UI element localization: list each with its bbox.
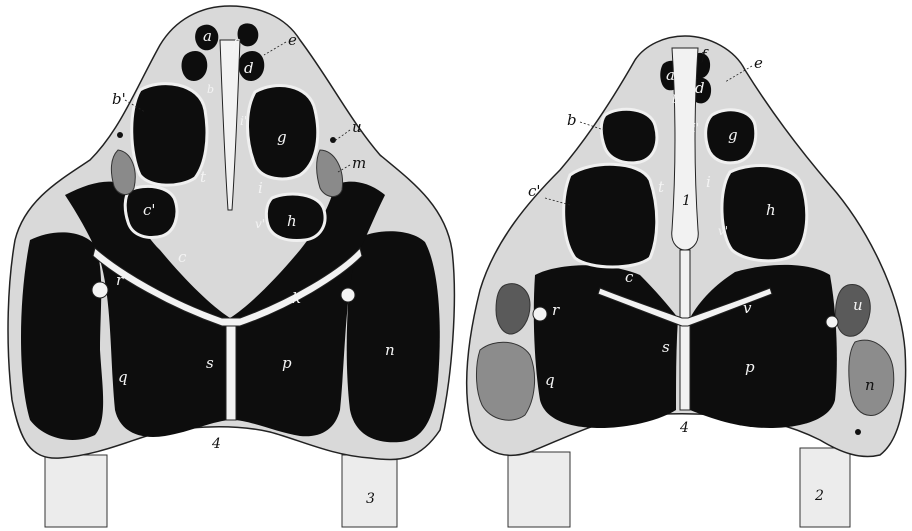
right-stub-left <box>508 452 570 527</box>
right-label-g: g <box>728 126 738 144</box>
right-septum-lower <box>680 250 690 410</box>
right-chamber-h <box>722 166 807 261</box>
left-foramen-left <box>117 132 123 138</box>
right-label-e: e <box>754 54 763 72</box>
right-foramen-u <box>826 316 838 328</box>
left-foramen-right <box>341 288 355 302</box>
left-label-3: 3 <box>366 491 375 507</box>
left-label-m: m <box>352 154 366 172</box>
right-label-b2: b <box>672 93 679 106</box>
right-stub-right <box>800 448 850 527</box>
right-label-d: d <box>695 79 705 97</box>
left-label-i: i <box>258 179 263 197</box>
right-foramen-bottom <box>855 429 861 435</box>
left-chamber-f <box>238 23 259 46</box>
right-label-i-prime: i' <box>692 121 699 135</box>
left-label-b-prime: b' <box>112 90 126 108</box>
right-foramen-r <box>533 307 547 321</box>
right-label-i: i <box>706 173 711 191</box>
left-label-p: p <box>282 354 292 372</box>
right-label-h: h <box>766 201 776 219</box>
left-label-d: d <box>244 59 254 77</box>
left-label-s: s <box>206 354 214 372</box>
left-label-u: u <box>352 118 362 136</box>
right-chamber-c-prime <box>564 164 657 267</box>
left-label-h: h <box>287 212 297 230</box>
right-label-b: b <box>567 111 577 129</box>
right-label-u: u <box>853 296 863 314</box>
left-septum <box>226 318 236 420</box>
left-cavity-right-outer <box>347 231 440 442</box>
left-label-q: q <box>118 368 128 386</box>
left-foramen-r <box>92 282 108 298</box>
right-label-t: t <box>658 178 665 196</box>
left-foramen-u <box>330 137 336 143</box>
right-label-1: 1 <box>682 193 691 209</box>
right-label-4: 4 <box>679 420 689 436</box>
left-label-a: a <box>203 27 212 45</box>
left-cavity-left-outer <box>21 232 103 440</box>
right-label-v-prime: v' <box>718 224 728 238</box>
left-cross-section: a f e b' b d i' g u m t c' i h v' c r k … <box>8 6 454 527</box>
left-label-c: c <box>178 248 187 266</box>
right-label-2: 2 <box>814 488 824 504</box>
right-label-r: r <box>552 301 560 319</box>
right-label-a: a <box>666 66 675 84</box>
left-label-k: k <box>292 289 301 307</box>
left-label-4: 4 <box>211 436 221 452</box>
left-chamber-b <box>132 84 207 186</box>
left-label-v-prime: v' <box>255 217 265 231</box>
left-label-c-prime: c' <box>143 201 156 219</box>
right-label-v: v <box>743 299 752 317</box>
right-label-c-prime: c' <box>528 182 541 200</box>
left-label-r: r <box>116 271 124 289</box>
left-label-b: b <box>207 83 214 96</box>
left-label-i-prime: i' <box>240 114 247 128</box>
left-label-n: n <box>385 341 395 359</box>
left-label-g: g <box>277 128 287 146</box>
left-label-t: t <box>200 168 207 186</box>
right-label-n: n <box>865 376 875 394</box>
right-label-c: c <box>625 268 634 286</box>
right-label-s: s <box>662 338 670 356</box>
right-pocket-q <box>476 342 534 420</box>
left-stub-left <box>45 455 107 527</box>
right-chamber-b <box>601 109 657 163</box>
left-label-e: e <box>288 31 297 49</box>
right-cross-section: f e a d b b i' g c' t 1 i h v' c r v u s… <box>467 36 906 527</box>
right-label-q: q <box>545 371 555 389</box>
right-label-p: p <box>745 358 755 376</box>
